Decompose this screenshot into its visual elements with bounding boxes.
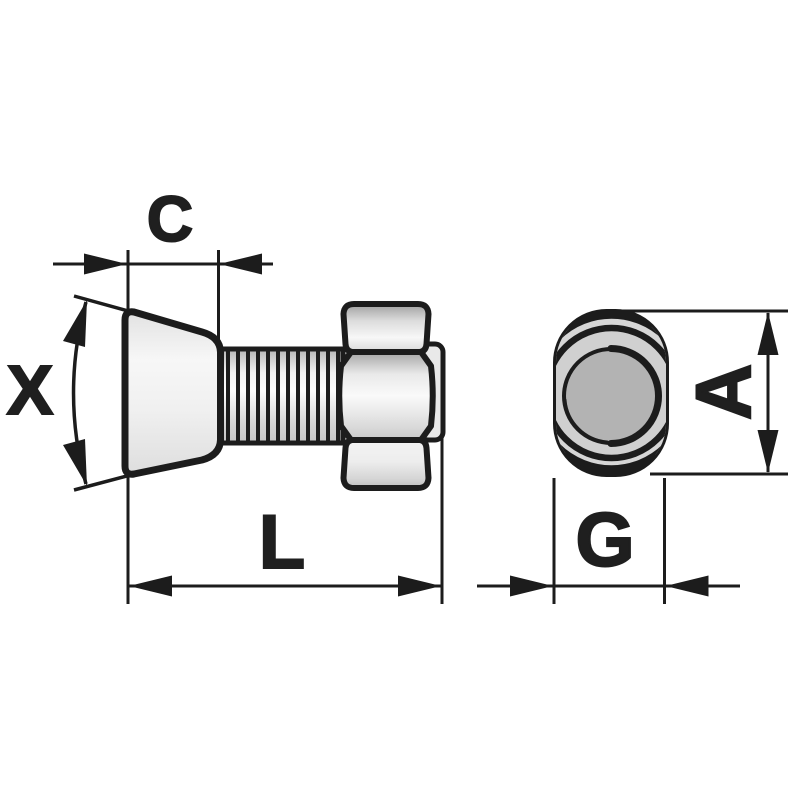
x-arrow-top [63, 300, 87, 347]
bolt-side-view [121, 301, 446, 491]
l-arrow-left [129, 575, 172, 597]
dimension-label-l: L [258, 500, 306, 585]
x-arrow-bottom [63, 439, 87, 486]
l-arrow-right [398, 575, 441, 597]
dimension-arrowheads [63, 253, 779, 597]
dimension-label-g: G [574, 498, 635, 583]
g-arrow-right [665, 575, 709, 597]
nut-facet-bottom [340, 437, 432, 491]
a-arrow-top [757, 312, 779, 355]
hex-nut [336, 301, 436, 491]
g-arrow-left [510, 575, 553, 597]
dimension-label-x: X [6, 351, 55, 429]
nut-facet-top [340, 301, 432, 355]
dimension-label-a: A [678, 363, 768, 421]
bolt-head [121, 308, 224, 478]
bolt-thread [218, 346, 346, 446]
c-arrow-left [84, 253, 127, 275]
dimension-label-c: C [146, 183, 194, 255]
a-arrow-bottom [757, 430, 779, 473]
nut-facet-middle [336, 349, 436, 443]
c-arrow-right [219, 253, 262, 275]
bolt-end-view [553, 309, 669, 477]
end-view-thread-arc-left [563, 398, 609, 444]
end-view-thread-arc-right [607, 345, 662, 447]
l-dimension [128, 438, 444, 604]
